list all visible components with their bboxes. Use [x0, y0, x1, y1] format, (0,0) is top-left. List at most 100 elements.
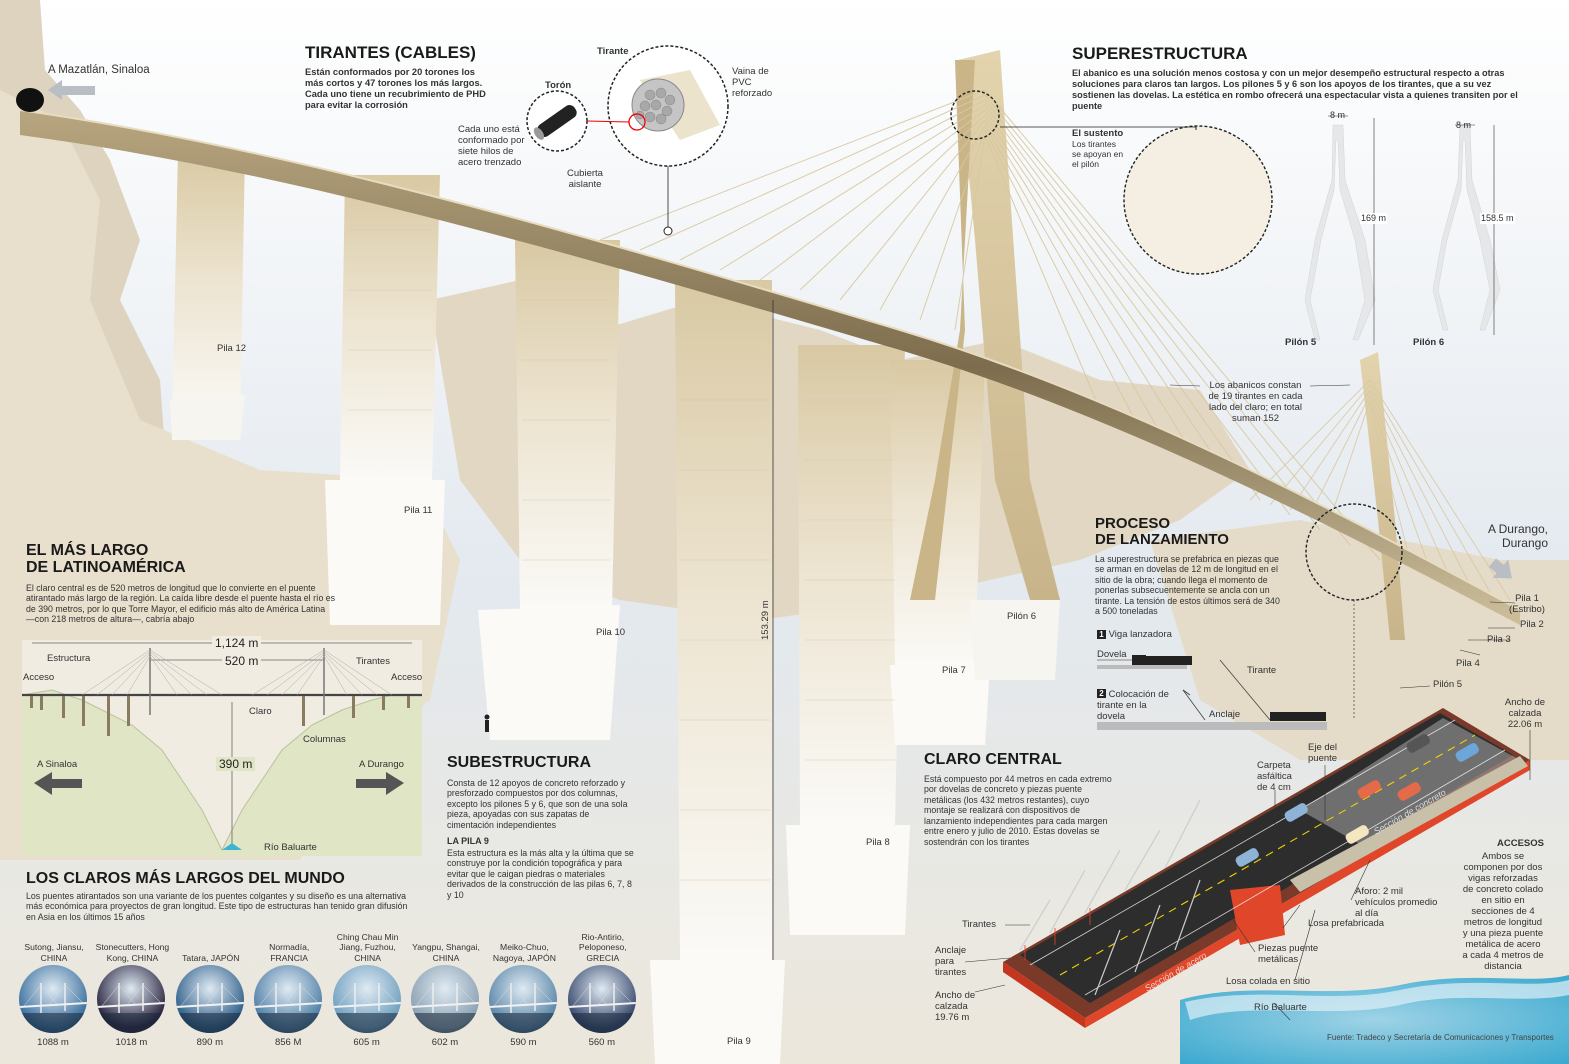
mas-largo-title-2: DE LATINOAMÉRICA — [26, 558, 186, 576]
pila4-label: Pila 4 — [1456, 658, 1480, 669]
claro-central-body: Está compuesto por 44 metros en cada ext… — [924, 773, 1112, 847]
pilon5-name: Pilón 5 — [1285, 337, 1317, 348]
claro-item-length: 890 m — [196, 1037, 223, 1048]
mas-largo-section: EL MÁS LARGO DE LATINOAMÉRICA El claro c… — [26, 542, 346, 625]
mas-largo-title-1: EL MÁS LARGO — [26, 542, 149, 559]
tirante-launch-label: Tirante — [1247, 665, 1277, 676]
durango-label: A Durango, Durango — [1487, 522, 1548, 550]
bridge-profile-diagram — [22, 640, 422, 856]
arrow-durango-icon — [356, 772, 404, 795]
claro-item: Rio-Antirio, Peloponeso, GRECIA 560 m — [563, 929, 641, 1054]
claro-item-photo — [254, 965, 323, 1033]
pila8-label: Pila 8 — [866, 837, 890, 848]
pila2-label: Pila 2 — [1520, 619, 1544, 630]
piers — [170, 150, 1060, 1064]
claros-section: LOS CLAROS MÁS LARGOS DEL MUNDO Los puen… — [26, 870, 416, 922]
claro-item: Sutong, Jiansu, CHINA 1088 m — [14, 929, 92, 1054]
anclaje-deck-label: Anclaje para tirantes — [935, 945, 967, 978]
fuente-label: Fuente: Tradeco y Secretaría de Comunica… — [1327, 1033, 1554, 1042]
cada-uno-label: Cada uno está conformado por siete hilos… — [458, 124, 525, 168]
step2-block: 2 Colocación de tirante en la dovela — [1097, 689, 1177, 722]
estructura-label: Estructura — [47, 653, 91, 664]
claro-item-length: 560 m — [588, 1037, 615, 1048]
lanzamiento-title-1: PROCESO — [1095, 515, 1171, 532]
rio-baluarte-label: Río Baluarte — [264, 842, 317, 853]
piezas-label: Piezas puente metálicas — [1258, 943, 1319, 965]
lanzamiento-title-2: DE LANZAMIENTO — [1095, 530, 1229, 548]
cable-fan-left — [599, 89, 1381, 561]
claro-item-photo — [411, 965, 479, 1033]
superestructura-section: SUPERESTRUCTURA El abanico es una soluci… — [1072, 45, 1532, 112]
claro-item-name: Sutong, Jiansu, CHINA — [24, 942, 84, 963]
claro-item-photo — [97, 965, 166, 1033]
pilon5-label: Pilón 5 — [1433, 679, 1463, 690]
step1-number: 1 — [1097, 630, 1106, 639]
accesos-title: ACCESOS — [1497, 838, 1544, 849]
lanzamiento-body: La superestructura se prefabrica en piez… — [1095, 553, 1280, 617]
arrow-right-icon — [1488, 558, 1512, 579]
tirantes-title: TIRANTES (CABLES) — [305, 43, 476, 62]
claros-list: Sutong, Jiansu, CHINA 1088 m Stonecutters,… — [14, 929, 650, 1054]
subestructura-title: SUBESTRUCTURA — [447, 754, 591, 771]
viga-lanzadora-label: Viga lanzadora — [1108, 629, 1172, 640]
pilon6-height: 158.5 m — [1480, 213, 1515, 224]
claro-central-title: CLARO CENTRAL — [924, 751, 1062, 768]
claro-item: Yangpu, Shangai, CHINA 602 m — [406, 929, 484, 1054]
aforo-label: Aforo: 2 mil vehículos promedio al día — [1355, 886, 1438, 919]
pila7-label: Pila 7 — [942, 665, 966, 676]
total-length: 1,124 m — [212, 636, 262, 650]
losa-colada-label: Losa colada en sitio — [1226, 976, 1310, 987]
sustento-body: Los tirantes se apoyan en el pilón — [1072, 139, 1124, 169]
depth-length: 390 m — [216, 757, 256, 771]
claro-central-section: CLARO CENTRAL Está compuesto por 44 metr… — [924, 751, 1114, 847]
pila11-label: Pila 11 — [404, 505, 433, 516]
lanzamiento-section: PROCESO DE LANZAMIENTO La superestructur… — [1095, 516, 1285, 617]
claro-item-length: 590 m — [510, 1037, 537, 1048]
pila3-label: Pila 3 — [1487, 634, 1511, 645]
step2-number: 2 — [1097, 689, 1106, 698]
step1-block: 1 Viga lanzadora — [1097, 629, 1172, 640]
ancho-right-label: Ancho de calzada 22.06 m — [1504, 697, 1546, 730]
pila10-label: Pila 10 — [596, 627, 626, 638]
tunnel — [16, 88, 44, 112]
claro-item-photo — [489, 965, 558, 1033]
colocacion-label: Colocación de tirante en la dovela — [1097, 689, 1169, 722]
claro-item-name: Rio-Antirio, Peloponeso, GRECIA — [578, 931, 627, 963]
claro-item-length: 1018 m — [115, 1037, 148, 1048]
claro-item-photo — [19, 965, 87, 1033]
pila1-label: Pila 1 (Estribo) — [1509, 593, 1545, 615]
pilon5-width: 8 m — [1330, 110, 1346, 120]
pilon5-height: 169 m — [1360, 213, 1388, 224]
eje-label: Eje del puente — [1308, 742, 1338, 764]
vaina-label: Vaina de PVC reforzado — [732, 66, 773, 99]
tirante-label: Tirante — [597, 46, 629, 57]
abanicos-label: Los abanicos constan de 19 tirantes en c… — [1208, 380, 1303, 424]
losa-pref-label: Losa prefabricada — [1308, 918, 1385, 929]
claro-item-photo — [567, 965, 636, 1033]
pila9-label: Pila 9 — [727, 1036, 751, 1047]
tirantes-body: Están conformados por 20 torones los más… — [305, 66, 486, 110]
subestructura-section: SUBESTRUCTURA Consta de 12 apoyos de con… — [447, 754, 637, 900]
claro-item: Meiko-Chuo, Nagoya, JAPÓN 590 m — [484, 929, 562, 1054]
claros-body: Los puentes atirantados son una variante… — [26, 890, 408, 922]
claro-item-length: 1088 m — [37, 1037, 69, 1048]
pila9-body: Esta estructura es la más alta y la últi… — [447, 847, 634, 900]
claro-item-name: Yangpu, Shangai, CHINA — [412, 942, 480, 963]
tirantes-profile-label: Tirantes — [356, 656, 390, 667]
person-icon — [484, 714, 490, 732]
superestructura-body: El abanico es una solución menos costosa… — [1072, 67, 1518, 111]
accesos-body: Ambos se componen por dos vigas reforzad… — [1462, 851, 1544, 972]
claro-item-name: Stonecutters, Hong Kong, CHINA — [95, 942, 170, 963]
pilon6-width: 8 m — [1456, 120, 1472, 130]
mazatlan-label: A Mazatlán, Sinaloa — [48, 64, 150, 76]
pilon-diagrams — [1304, 124, 1501, 341]
pilon6-label: Pilón 6 — [1007, 611, 1037, 622]
rio-deck-label: Río Baluarte — [1254, 1002, 1307, 1013]
claro-item-name: Meiko-Chuo, Nagoya, JAPÓN — [492, 942, 556, 963]
claro-item-name: Normadía, FRANCIA — [269, 942, 310, 963]
pila9-title: LA PILA 9 — [447, 836, 489, 847]
claro-item-length: 602 m — [431, 1037, 459, 1048]
